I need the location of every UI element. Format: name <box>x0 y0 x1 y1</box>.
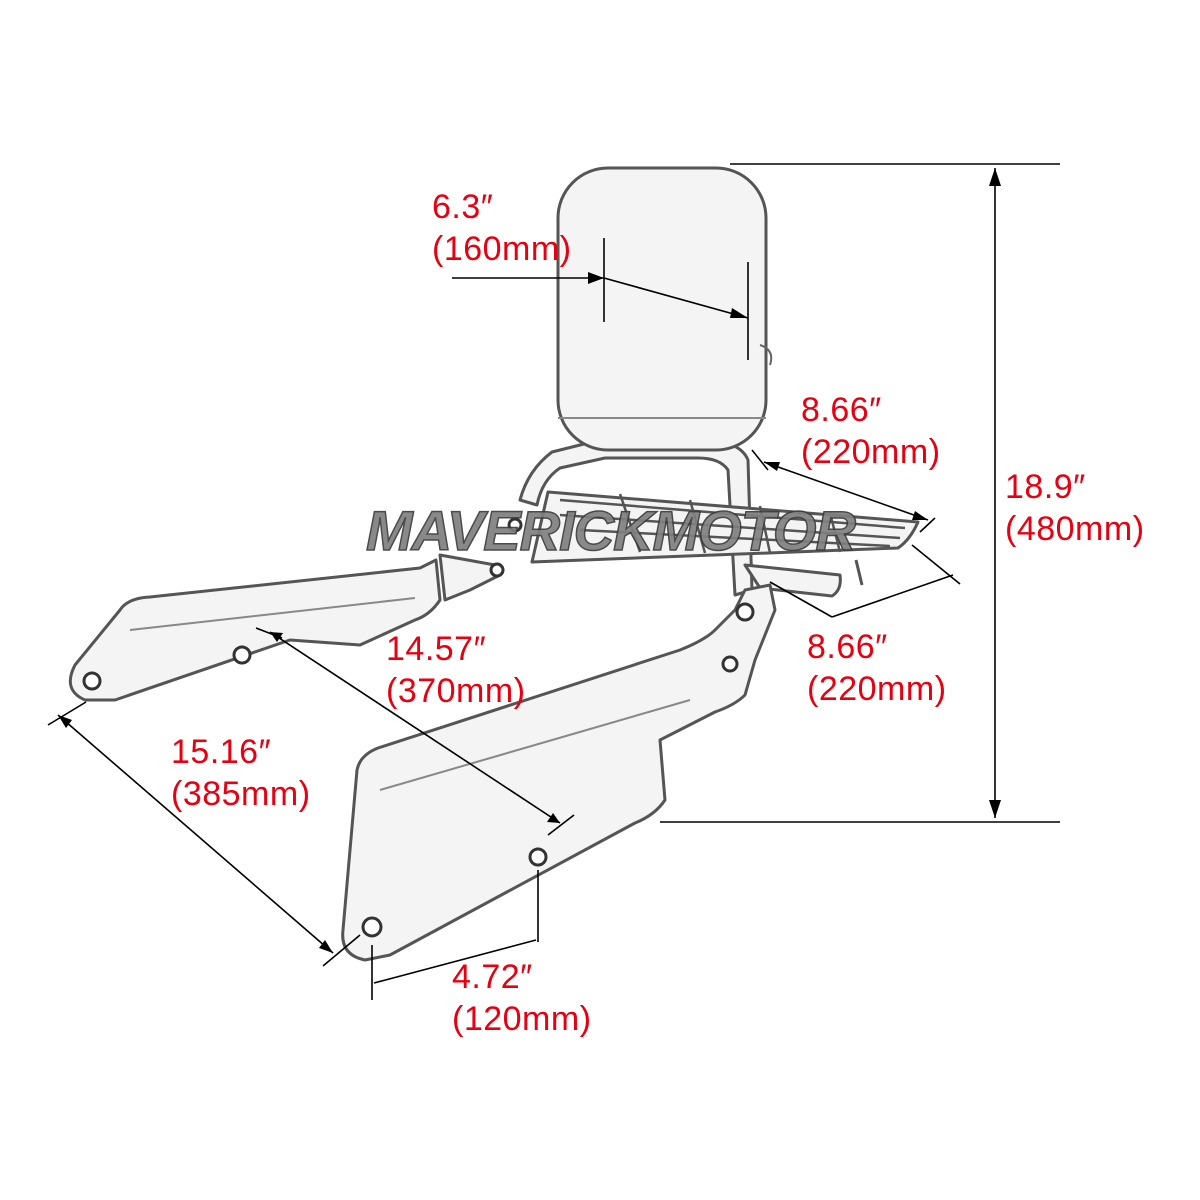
rack-depth-dimension: 8.66″ (220mm) <box>801 389 941 473</box>
bolt-hole <box>721 655 739 673</box>
dimension-inch: 4.72″ <box>452 958 533 996</box>
bolt-hole <box>489 562 505 578</box>
bolt-hole <box>232 645 252 665</box>
dimension-mm: (370mm) <box>386 672 526 710</box>
brand-watermark: MAVERICKMOTOR <box>365 498 856 563</box>
dimension-mm: (480mm) <box>1005 510 1145 548</box>
hole-spacing-dimension: 4.72″ (120mm) <box>452 956 592 1040</box>
dimension-mm: (220mm) <box>801 433 941 471</box>
left-mount-tab <box>438 553 502 602</box>
mount-hole-span-dimension: 14.57″ (370mm) <box>386 628 526 712</box>
dimension-mm: (120mm) <box>452 1000 592 1038</box>
right-side-plate <box>341 583 777 962</box>
bolt-hole <box>735 602 755 622</box>
dimension-inch: 8.66″ <box>807 628 888 666</box>
dimension-mm: (385mm) <box>171 775 311 813</box>
dimension-inch: 18.9″ <box>1005 468 1086 506</box>
left-side-plate <box>68 558 442 702</box>
pad-width-dimension: 6.3″ (160mm) <box>432 186 572 270</box>
overall-height-dimension: 18.9″ (480mm) <box>1005 466 1145 550</box>
dimension-inch: 8.66″ <box>801 391 882 429</box>
bolt-hole <box>528 847 548 867</box>
bolt-hole <box>507 517 523 533</box>
dimension-inch: 6.3″ <box>432 188 494 226</box>
bolt-hole <box>361 916 383 938</box>
bolt-hole <box>82 671 102 691</box>
backrest-pad <box>556 166 768 452</box>
dimension-mm: (160mm) <box>432 230 572 268</box>
dimension-inch: 14.57″ <box>386 630 487 668</box>
backrest-strut <box>518 438 754 597</box>
dimension-mm: (220mm) <box>807 670 947 708</box>
dimension-inch: 15.16″ <box>171 733 272 771</box>
side-plate-length-dimension: 15.16″ (385mm) <box>171 731 311 815</box>
rack-width-dimension: 8.66″ (220mm) <box>807 626 947 710</box>
